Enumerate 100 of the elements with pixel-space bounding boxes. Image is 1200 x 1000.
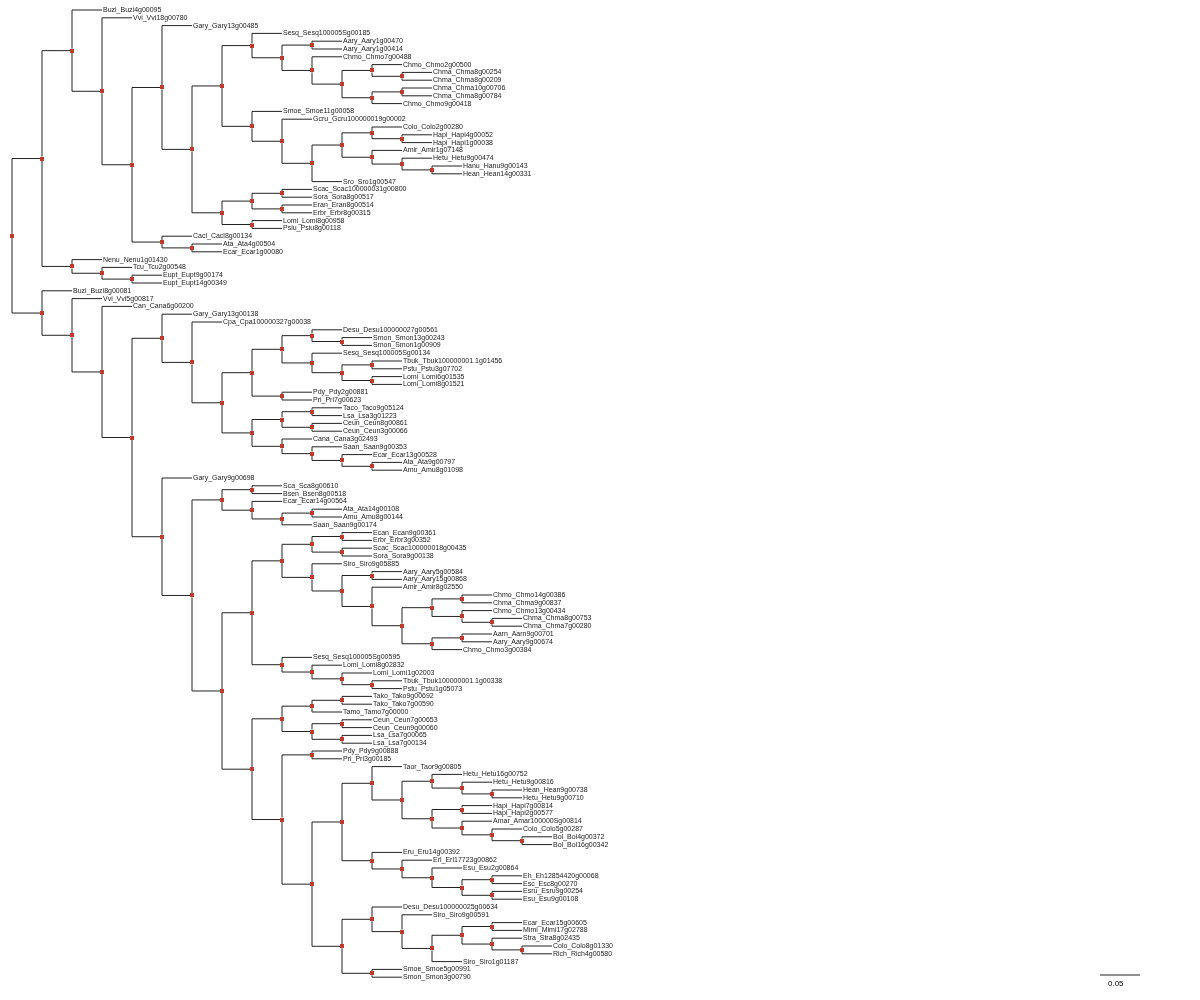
branch-line — [251, 718, 281, 768]
branch-node — [430, 816, 434, 821]
branch-line — [341, 680, 371, 686]
branch-line — [341, 454, 373, 459]
branch-node — [460, 807, 464, 812]
branch-line — [161, 25, 193, 86]
branch-line — [251, 374, 281, 397]
branch-line — [401, 157, 433, 163]
branch-line — [131, 280, 163, 284]
branch-line — [521, 951, 553, 955]
branch-node — [310, 704, 314, 709]
branch-line — [371, 461, 403, 465]
branch-node — [340, 143, 344, 148]
branch-line — [341, 823, 371, 862]
branch-node — [250, 487, 254, 492]
branch-line — [461, 639, 493, 643]
branch-line — [371, 382, 403, 385]
branch-line — [341, 146, 371, 158]
branch-line — [461, 820, 493, 827]
branch-line — [341, 85, 371, 99]
branch-line — [311, 352, 343, 362]
branch-line — [341, 575, 371, 590]
branch-line — [191, 243, 223, 247]
branch-node — [250, 124, 254, 129]
branch-node — [340, 370, 344, 375]
branch-line — [161, 339, 191, 363]
branch-node — [250, 199, 254, 204]
branch-node — [280, 417, 284, 422]
branch-node — [430, 167, 434, 172]
branch-line — [401, 165, 431, 171]
branch-line — [131, 87, 161, 164]
branch-line — [491, 896, 523, 900]
branch-node — [160, 85, 164, 90]
branch-node — [520, 947, 524, 952]
branch-line — [341, 69, 371, 83]
branch-line — [371, 862, 401, 870]
branch-node — [340, 820, 344, 824]
branch-line — [311, 664, 343, 671]
branch-line — [71, 298, 103, 334]
branch-node — [310, 425, 314, 430]
branch-node — [370, 130, 374, 135]
branch-line — [101, 274, 131, 280]
branch-node — [490, 942, 494, 947]
branch-node — [400, 929, 404, 934]
branch-line — [491, 789, 523, 793]
branch-line — [341, 337, 373, 340]
branch-line — [461, 789, 491, 795]
branch-line — [371, 586, 403, 605]
branch-node — [220, 400, 224, 405]
branch-node — [430, 875, 434, 880]
branch-node — [520, 838, 524, 843]
branch-line — [281, 562, 311, 578]
branch-line — [401, 140, 433, 144]
branch-line — [341, 701, 373, 705]
branch-line — [161, 538, 191, 596]
branch-line — [401, 627, 431, 645]
branch-line — [191, 321, 223, 361]
branch-line — [461, 617, 491, 623]
branch-line — [281, 512, 311, 518]
branch-line — [161, 477, 193, 536]
branch-line — [191, 596, 221, 692]
branch-line — [401, 93, 433, 97]
branch-line — [221, 404, 251, 434]
branch-line — [221, 501, 251, 511]
branch-line — [251, 32, 283, 45]
branch-node — [340, 676, 344, 681]
branch-line — [311, 329, 343, 335]
branch-line — [341, 719, 373, 723]
branch-line — [311, 46, 343, 50]
branch-node — [460, 635, 464, 640]
branch-line — [401, 870, 431, 879]
branch-line — [341, 132, 371, 144]
branch-line — [251, 226, 283, 229]
branch-line — [221, 372, 251, 402]
branch-line — [341, 592, 371, 607]
branch-node — [280, 55, 284, 60]
branch-node — [280, 817, 284, 822]
branch-line — [431, 934, 461, 947]
branch-node — [430, 946, 434, 951]
branch-line — [341, 374, 371, 381]
branch-line — [491, 795, 523, 799]
branch-line — [131, 274, 163, 278]
branch-line — [281, 59, 311, 71]
branch-node — [190, 245, 194, 250]
branch-line — [311, 545, 341, 553]
branch-line — [281, 204, 313, 208]
branch-line — [311, 422, 343, 426]
branch-line — [521, 945, 553, 949]
branch-line — [221, 45, 251, 85]
branch-node — [310, 882, 314, 887]
branch-line — [311, 164, 343, 183]
branch-line — [311, 699, 341, 705]
branch-node — [100, 369, 104, 374]
branch-line — [491, 875, 523, 879]
branch-line — [461, 889, 491, 896]
branch-node — [400, 136, 404, 141]
branch-node — [400, 623, 404, 628]
branch-line — [281, 821, 311, 885]
branch-line — [491, 937, 523, 943]
branch-node — [310, 68, 314, 73]
